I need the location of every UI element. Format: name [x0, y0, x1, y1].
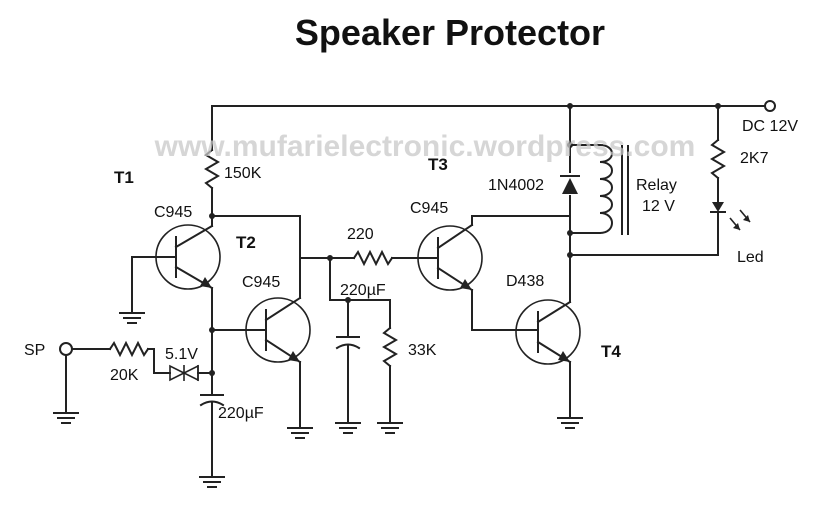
t1-base-ground: [119, 256, 151, 324]
r-150k-label: 150K: [224, 165, 262, 182]
r-220-label: 220: [347, 226, 374, 243]
flyback-diode: [560, 175, 580, 194]
t3-part-label: C945: [410, 200, 448, 217]
zener-label: 5.1V: [165, 346, 198, 363]
capacitor-mid: [335, 299, 361, 434]
c-input-label: 220µF: [218, 405, 264, 422]
t1-label: T1: [114, 168, 134, 187]
wires-rc-node: [299, 255, 391, 303]
sp-label: SP: [24, 342, 45, 359]
t2-label: T2: [236, 233, 256, 252]
t4-part-label: D438: [506, 273, 544, 290]
t4-label: T4: [601, 342, 621, 361]
t2-part-label: C945: [242, 274, 280, 291]
diagram-title: Speaker Protector: [295, 12, 605, 53]
t1-part-label: C945: [154, 204, 192, 221]
r-20k-label: 20K: [110, 367, 139, 384]
resistor-33k: [377, 299, 403, 434]
transistor-t1: [149, 215, 221, 290]
supply-label: DC 12V: [742, 118, 798, 135]
capacitor-input: [199, 372, 225, 488]
supply-rail: [211, 100, 776, 112]
wires-t1-collector: [209, 213, 301, 259]
resistor-20k: [108, 340, 171, 374]
led-label: Led: [737, 249, 764, 266]
transistor-t4: [515, 299, 583, 429]
diode-label: 1N4002: [488, 177, 544, 194]
resistor-150k: [204, 105, 220, 217]
sp-terminal: [59, 342, 73, 356]
relay-section-wires: [567, 105, 719, 303]
dc-terminal: [764, 100, 776, 112]
relay-coil: [598, 143, 629, 235]
resistor-220: [352, 249, 421, 267]
transistor-t2: [245, 257, 313, 439]
c-mid-label: 220µF: [340, 282, 386, 299]
r-33k-label: 33K: [408, 342, 437, 359]
input-sp: [53, 342, 111, 424]
transistor-t3: [417, 215, 571, 331]
zener-diode: [169, 364, 213, 382]
relay-label-line2: 12 V: [642, 198, 675, 215]
resistor-2k7: [710, 105, 726, 203]
watermark: www.mufarielectronic.wordpress.com: [154, 130, 696, 163]
r-2k7-label: 2K7: [740, 150, 769, 167]
led-diode: [710, 202, 751, 256]
relay-label-line1: Relay: [636, 177, 677, 194]
t3-label: T3: [428, 155, 448, 174]
